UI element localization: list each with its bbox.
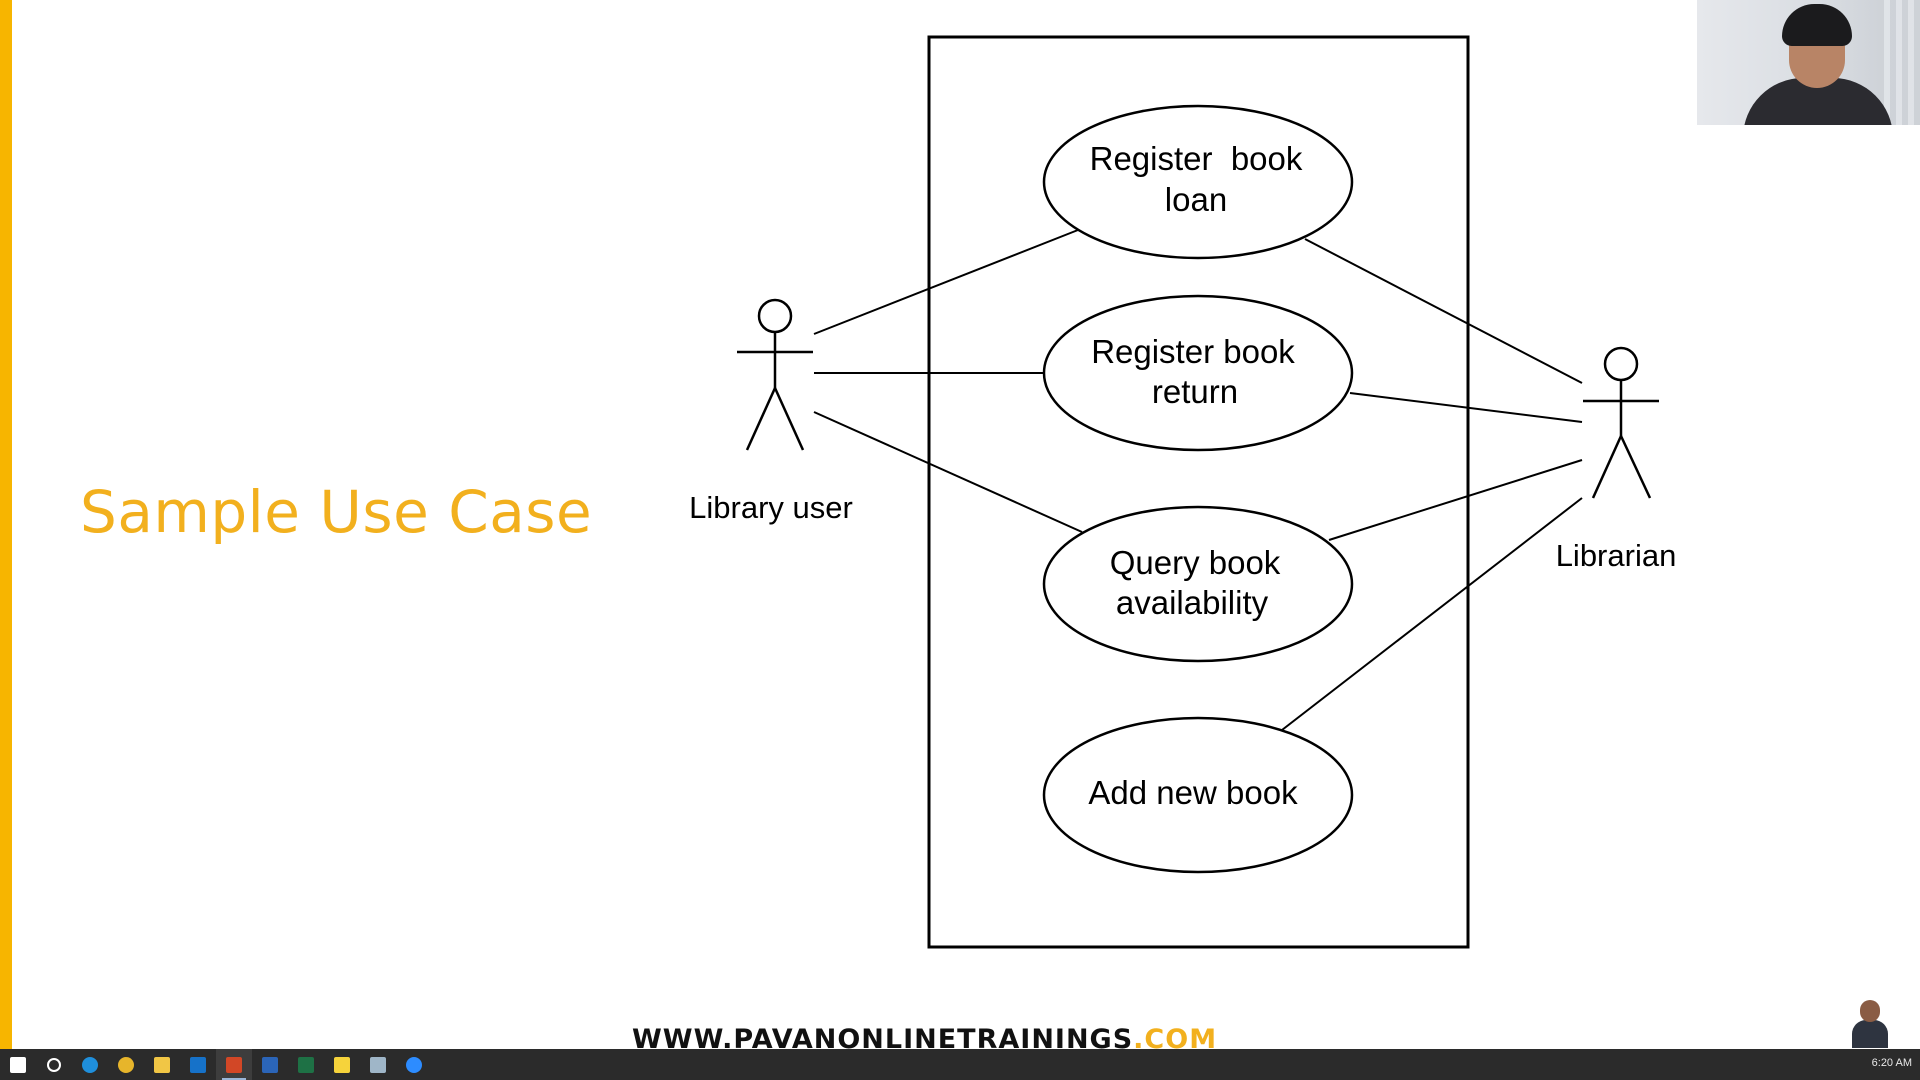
association-librarian-addbook bbox=[1281, 497, 1583, 731]
use-case-query-availability-label-line1: Query book bbox=[1110, 544, 1281, 581]
presenter-thumbnail-body bbox=[1852, 1020, 1888, 1048]
actor-library-user-label: Library user bbox=[689, 490, 853, 525]
use-case-register-return-label-line2: return bbox=[1152, 373, 1238, 410]
zoom-icon-glyph bbox=[406, 1056, 422, 1073]
file-explorer-icon-glyph bbox=[154, 1056, 170, 1073]
use-case-register-loan-label-line1: Register book bbox=[1090, 140, 1303, 177]
powerpoint-icon-glyph bbox=[226, 1056, 242, 1073]
system-boundary bbox=[927, 35, 1470, 949]
file-explorer-icon[interactable] bbox=[144, 1049, 180, 1080]
word-icon[interactable] bbox=[252, 1049, 288, 1080]
use-case-add-new-book-label: Add new book bbox=[1088, 774, 1298, 811]
start-icon-glyph bbox=[10, 1056, 26, 1073]
search-icon-glyph bbox=[47, 1057, 61, 1072]
association-lines bbox=[813, 229, 1583, 731]
outlook-icon[interactable] bbox=[180, 1049, 216, 1080]
chrome-icon[interactable] bbox=[108, 1049, 144, 1080]
slide-accent-bar bbox=[0, 0, 12, 1049]
zoom-icon[interactable] bbox=[396, 1049, 432, 1080]
excel-icon[interactable] bbox=[288, 1049, 324, 1080]
use-case-register-loan-label-line2: loan bbox=[1165, 181, 1227, 218]
notepad-icon-glyph bbox=[370, 1056, 386, 1073]
notepad-icon[interactable] bbox=[360, 1049, 396, 1080]
use-case-diagram: Register book loan Register book return … bbox=[689, 35, 1677, 949]
presenter-thumbnail bbox=[1848, 998, 1892, 1048]
slide-title: Sample Use Case bbox=[80, 478, 593, 546]
word-icon-glyph bbox=[262, 1056, 278, 1073]
use-case-register-return[interactable] bbox=[1042, 294, 1354, 452]
use-case-query-availability-label-line2: availability bbox=[1116, 584, 1269, 621]
association-user-query bbox=[813, 411, 1083, 533]
association-user-loan bbox=[813, 229, 1079, 335]
sticky-notes-icon-glyph bbox=[334, 1056, 350, 1073]
chrome-icon-glyph bbox=[118, 1056, 134, 1073]
windows-taskbar bbox=[0, 1049, 1920, 1080]
use-case-register-return-label-line1: Register book bbox=[1091, 333, 1295, 370]
start-icon[interactable] bbox=[0, 1049, 36, 1080]
use-case-query-availability[interactable] bbox=[1042, 505, 1354, 663]
actor-librarian-label: Librarian bbox=[1556, 538, 1677, 573]
association-librarian-return bbox=[1349, 392, 1583, 423]
powerpoint-icon[interactable] bbox=[216, 1049, 252, 1080]
actor-librarian[interactable] bbox=[1583, 346, 1659, 499]
webcam-presenter-hair bbox=[1782, 4, 1852, 46]
association-librarian-loan bbox=[1304, 238, 1583, 384]
presenter-webcam-video bbox=[1697, 0, 1920, 125]
taskbar-clock[interactable]: 6:20 AM bbox=[1871, 1057, 1912, 1069]
presenter-thumbnail-head bbox=[1860, 1000, 1880, 1022]
webcam-background bbox=[1878, 0, 1920, 125]
outlook-icon-glyph bbox=[190, 1056, 206, 1073]
association-librarian-query bbox=[1328, 459, 1583, 541]
edge-icon[interactable] bbox=[72, 1049, 108, 1080]
excel-icon-glyph bbox=[298, 1056, 314, 1073]
actor-library-user[interactable] bbox=[737, 298, 813, 451]
use-case-register-loan[interactable] bbox=[1042, 104, 1354, 260]
search-icon[interactable] bbox=[36, 1049, 72, 1080]
edge-icon-glyph bbox=[82, 1056, 98, 1073]
use-case-add-new-book[interactable] bbox=[1042, 716, 1354, 874]
sticky-notes-icon[interactable] bbox=[324, 1049, 360, 1080]
